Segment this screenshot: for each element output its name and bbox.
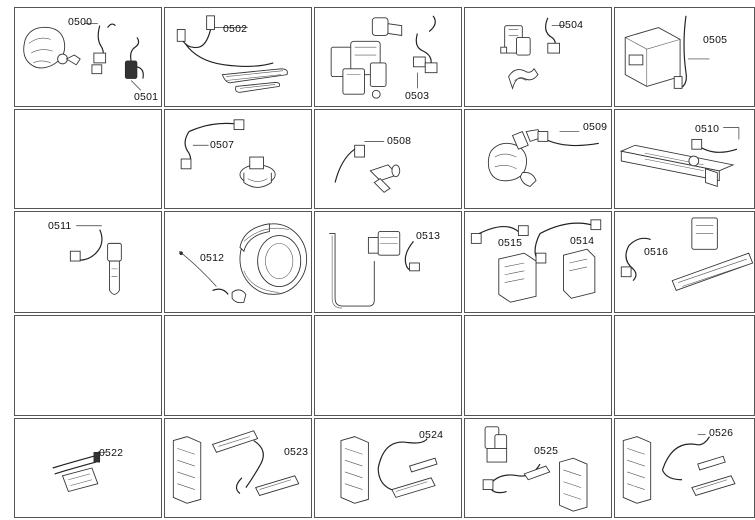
module-pcb-illustration (620, 217, 754, 291)
label-0516: 0516 (644, 246, 669, 258)
label-0505: 0505 (703, 34, 728, 46)
label-0514: 0514 (570, 235, 595, 247)
label-0524: 0524 (419, 429, 444, 441)
label-0511: 0511 (48, 220, 72, 232)
door-lock-bracket-illustration (619, 127, 740, 188)
label-0512: 0512 (200, 252, 225, 264)
label-0513: 0513 (416, 230, 441, 242)
valve-board-set (482, 426, 588, 512)
label-0507: 0507 (210, 139, 235, 151)
cell-r4-c4 (464, 315, 612, 416)
label-0525: 0525 (534, 445, 559, 457)
drum-tub-illustration (178, 223, 308, 304)
cell-r4-c1 (14, 315, 162, 416)
label-0510: 0510 (695, 123, 720, 135)
label-0522: 0522 (99, 447, 124, 459)
pressure-switch-illustration (180, 119, 276, 188)
cell-r1-c4: 0504 (464, 7, 612, 107)
heating-element-illustration (176, 15, 288, 93)
cell-r3-c4: 0514 0515 (464, 211, 612, 313)
control-board-set-a (172, 430, 300, 504)
cell-r5-c3: 0524 (314, 418, 462, 518)
cell-r2-c3: 0508 (314, 109, 462, 209)
cell-r3-c3: 0513 (314, 211, 462, 313)
sensor-sleeve-illustration (334, 141, 401, 193)
cell-r4-c5 (614, 315, 755, 416)
label-0515: 0515 (498, 237, 523, 249)
cell-r2-c1 (14, 109, 162, 209)
small-pcb-illustration (52, 450, 106, 493)
cell-r1-c3: 0503 (314, 7, 462, 107)
cell-r5-c2: 0523 (164, 418, 312, 518)
cell-r4-c2 (164, 315, 312, 416)
control-board-set-c (622, 434, 736, 504)
cell-r2-c5: 0510 (614, 109, 755, 209)
label-0500: 0500 (68, 16, 93, 28)
cell-r5-c5: 0526 (614, 418, 755, 518)
cell-r3-c1: 0511 (14, 211, 162, 313)
cell-r3-c5: 0516 (614, 211, 755, 313)
cell-r4-c3 (314, 315, 462, 416)
label-0523: 0523 (284, 446, 309, 458)
label-0526: 0526 (709, 427, 734, 439)
cell-r5-c1: 0522 (14, 418, 162, 518)
hose-valve-illustration (329, 231, 420, 309)
inlet-valve-illustration (500, 17, 566, 90)
control-board-set-b (340, 436, 438, 504)
control-module-illustration (624, 15, 710, 89)
cell-r1-c1: 0500 0501 (14, 7, 162, 107)
cell-r1-c5: 0505 (614, 7, 755, 107)
valve-assembly-illustration (330, 15, 438, 99)
pump-motor-illustration (23, 23, 144, 91)
cell-r5-c4: 0525 (464, 418, 612, 518)
cell-r2-c2: 0507 (164, 109, 312, 209)
cell-r2-c4: 0509 (464, 109, 612, 209)
label-0503: 0503 (405, 90, 430, 102)
display-boards-illustration (470, 219, 602, 303)
label-0502: 0502 (223, 23, 248, 35)
cell-r1-c2: 0502 (164, 7, 312, 107)
drain-pump-illustration (487, 129, 599, 187)
label-0504: 0504 (559, 19, 584, 31)
level-sensor-illustration (69, 225, 122, 295)
label-0509: 0509 (583, 121, 608, 133)
cell-r3-c2: 0512 (164, 211, 312, 313)
label-0501: 0501 (134, 91, 159, 103)
label-0508: 0508 (387, 135, 412, 147)
